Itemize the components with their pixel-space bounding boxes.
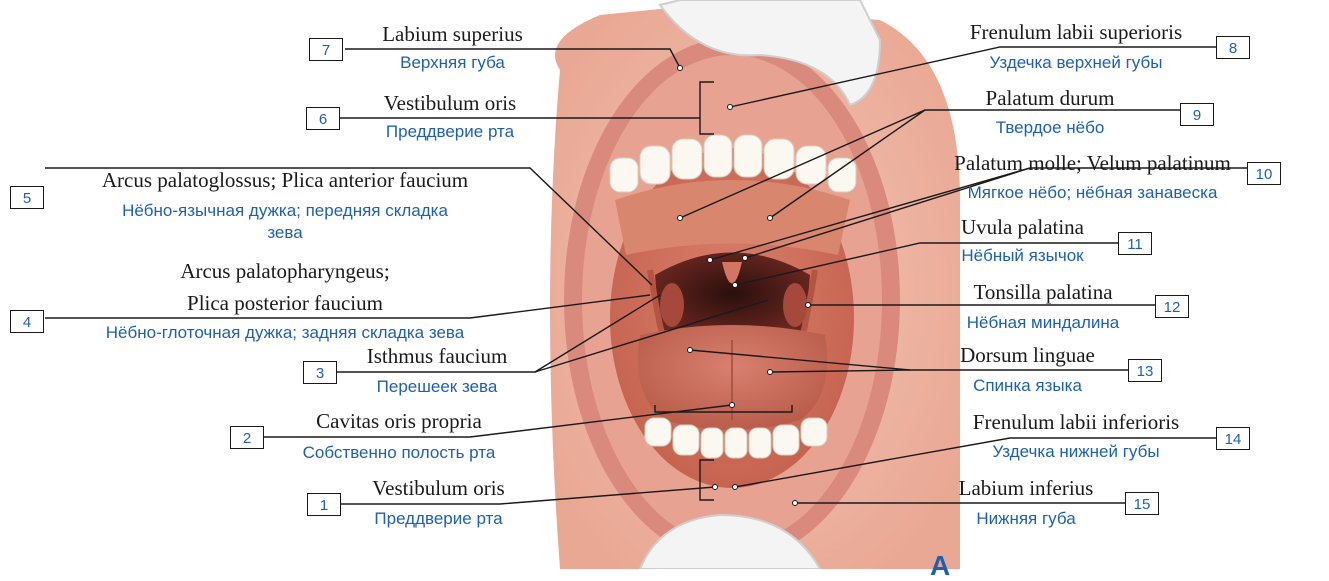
label-russian-uvula-palatina: Нёбный язычок [930,247,1115,264]
label-russian-arcus-palatoglossus-line2: зева [45,224,525,241]
label-number-12: 12 [1155,295,1189,318]
label-russian-frenulum-labii-inferioris: Уздечка нижней губы [940,443,1212,460]
label-russian-cavitas-oris-propria: Собственно полость рта [264,444,534,461]
label-number-13: 13 [1128,359,1162,382]
label-latin-tonsilla-palatina: Tonsilla palatina [935,282,1151,303]
label-latin-labium-superius: Labium superius [345,24,560,45]
tonsil-right [783,283,807,327]
label-russian-arcus-palatoglossus: Нёбно-язычная дужка; передняя складка [45,202,525,219]
label-number-14: 14 [1216,427,1250,450]
label-latin-frenulum-labii-superioris: Frenulum labii superioris [940,22,1212,43]
label-latin-frenulum-labii-inferioris: Frenulum labii inferioris [940,412,1212,433]
label-russian-vestibulum-oris-lower: Преддверие рта [341,510,536,527]
label-number-7: 7 [309,38,343,61]
label-latin-plica-posterior-faucium: Plica posterior faucium [45,293,525,314]
label-latin-arcus-palatoglossus: Arcus palatoglossus; Plica anterior fauc… [45,170,525,191]
label-number-9: 9 [1180,103,1214,126]
label-russian-palatum-molle: Мягкое нёбо; нёбная занавеска [940,184,1245,201]
label-number-6: 6 [306,107,340,130]
label-latin-isthmus-faucium: Isthmus faucium [337,346,537,367]
label-russian-palatum-durum: Твердое нёбо [925,119,1175,136]
label-number-11: 11 [1118,232,1152,255]
label-latin-vestibulum-oris-upper: Vestibulum oris [340,93,560,114]
label-latin-arcus-palatopharyngeus: Arcus palatopharyngeus; [45,261,525,282]
label-number-4: 4 [10,310,44,333]
figure-letter: А [930,552,950,580]
label-russian-labium-superius: Верхняя губа [345,54,560,71]
label-russian-frenulum-labii-superioris: Уздечка верхней губы [940,54,1212,71]
label-number-10: 10 [1247,162,1281,185]
label-latin-palatum-molle: Palatum molle; Velum palatinum [940,153,1245,174]
label-number-3: 3 [303,361,337,384]
label-latin-dorsum-linguae: Dorsum linguae [930,345,1125,366]
label-number-8: 8 [1216,36,1250,59]
label-latin-uvula-palatina: Uvula palatina [930,217,1115,238]
label-latin-cavitas-oris-propria: Cavitas oris propria [264,411,534,432]
label-number-5: 5 [10,186,44,209]
label-russian-tonsilla-palatina: Нёбная миндалина [935,314,1151,331]
label-russian-isthmus-faucium: Перешеек зева [337,378,537,395]
label-russian-vestibulum-oris-upper: Преддверие рта [340,123,560,140]
label-number-15: 15 [1125,492,1159,515]
label-latin-palatum-durum: Palatum durum [925,88,1175,109]
label-latin-labium-inferius: Labium inferius [930,478,1122,499]
label-russian-arcus-palatopharyngeus: Нёбно-глоточная дужка; задняя складка зе… [45,324,525,341]
label-russian-dorsum-linguae: Спинка языка [930,377,1125,394]
label-russian-labium-inferius: Нижняя губа [930,510,1122,527]
label-latin-vestibulum-oris-lower: Vestibulum oris [341,478,536,499]
tonsil-left [660,283,684,327]
label-number-2: 2 [230,426,264,449]
label-number-1: 1 [307,493,341,516]
